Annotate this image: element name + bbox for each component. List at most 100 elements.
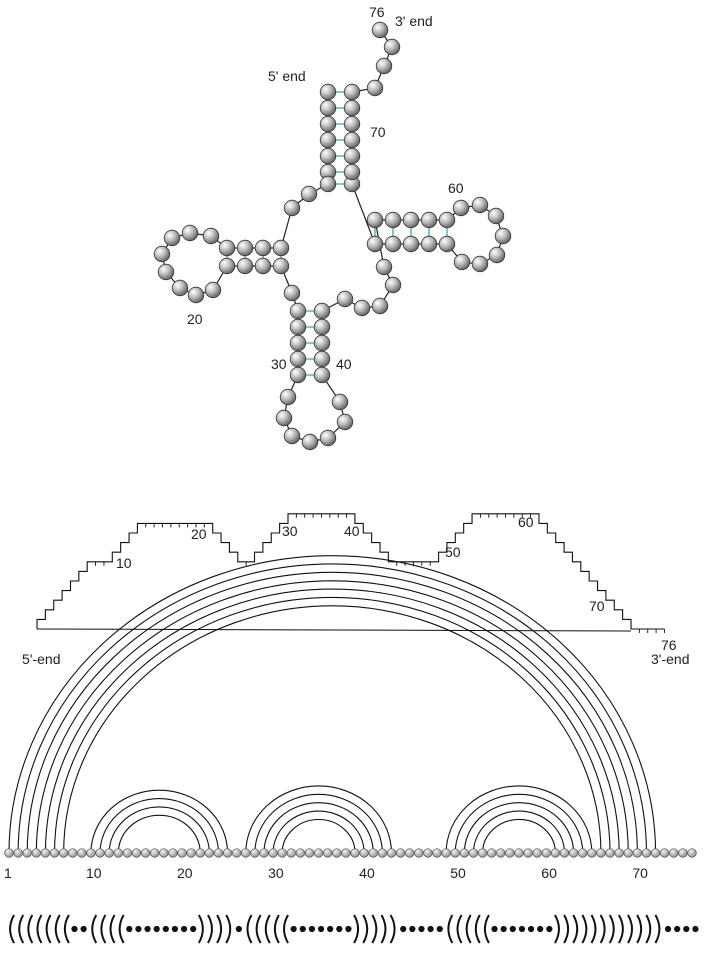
close-bracket-glyph <box>391 915 395 943</box>
arc-nucleotide-bead <box>68 849 77 858</box>
nucleotide-bead <box>219 240 235 256</box>
arc-nucleotide-bead <box>160 849 169 858</box>
dot-bracket-dot <box>236 926 242 932</box>
arc-nucleotide-bead <box>323 849 332 858</box>
open-bracket-glyph <box>19 915 23 943</box>
dot-bracket-dot <box>437 926 443 932</box>
arc-nucleotide-bead <box>205 849 214 858</box>
nucleotide-bead <box>372 298 388 314</box>
nucleotide-bead <box>290 335 306 351</box>
open-bracket-glyph <box>284 915 288 943</box>
arc-nucleotide-bead <box>515 849 524 858</box>
nucleotide-bead <box>219 258 235 274</box>
nucleotide-bead <box>344 116 360 132</box>
base-pair-arc <box>109 807 209 853</box>
base-pair-arc <box>36 581 628 853</box>
open-bracket-glyph <box>120 915 124 943</box>
arc-nucleotide-bead <box>560 849 569 858</box>
mountain-unpaired-ticks <box>96 514 665 633</box>
close-bracket-glyph <box>555 915 559 943</box>
arc-nucleotide-bead <box>442 849 451 858</box>
mountain-baseline <box>37 629 631 631</box>
nucleotide-bead <box>332 394 348 410</box>
dot-bracket-dot <box>190 926 196 932</box>
clover-label-3-end: 3' end <box>395 13 433 29</box>
nucleotide-bead <box>182 225 198 241</box>
nucleotide-bead <box>453 200 469 216</box>
nucleotide-bead <box>472 197 488 213</box>
arc-nucleotide-bead <box>378 849 387 858</box>
dot-bracket-dot <box>428 926 434 932</box>
arc-nucleotide-bead <box>342 849 351 858</box>
mountain-label-40: 40 <box>344 523 360 539</box>
dot-bracket-dot <box>409 926 415 932</box>
arc-nucleotide-bead <box>351 849 360 858</box>
dot-bracket-dot <box>300 926 306 932</box>
close-bracket-glyph <box>381 915 385 943</box>
mountain-label-70: 70 <box>589 598 605 614</box>
nucleotide-bead <box>320 148 336 164</box>
arc-nucleotide-bead <box>78 849 87 858</box>
dot-bracket-dot <box>491 926 497 932</box>
nucleotide-bead <box>385 212 401 228</box>
close-bracket-glyph <box>208 915 212 943</box>
mountain-label-50: 50 <box>445 544 461 560</box>
arc-nucleotide-bead <box>460 849 469 858</box>
mountain-label-20: 20 <box>191 526 207 542</box>
arc-position-label: 70 <box>632 865 648 881</box>
arc-nucleotide-bead <box>196 849 205 858</box>
arc-position-label: 30 <box>268 865 284 881</box>
clover-label-76: 76 <box>369 4 385 20</box>
arc-nucleotide-bead <box>588 849 597 858</box>
clover-label-60: 60 <box>448 180 464 196</box>
arc-nucleotide-bead <box>141 849 150 858</box>
arc-nucleotide-bead <box>569 849 578 858</box>
nucleotide-bead <box>284 200 300 216</box>
nucleotide-bead <box>237 258 253 274</box>
nucleotide-bead <box>403 236 419 252</box>
base-pair-arc <box>18 564 646 853</box>
arc-nucleotide-bead <box>597 849 606 858</box>
nucleotide-bead <box>495 228 511 244</box>
arc-nucleotide-bead <box>496 849 505 858</box>
nucleotide-bead <box>273 240 289 256</box>
dot-bracket-dot <box>683 926 689 932</box>
dot-bracket-dot <box>665 926 671 932</box>
nucleotide-bead <box>237 240 253 256</box>
nucleotide-bead <box>255 258 271 274</box>
base-pair-arc <box>27 572 637 853</box>
nucleotide-bead <box>172 280 188 296</box>
arc-nucleotide-bead <box>241 849 250 858</box>
arc-nucleotide-bead <box>360 849 369 858</box>
nucleotide-bead <box>344 100 360 116</box>
nucleotide-bead <box>344 148 360 164</box>
arc-nucleotide-bead <box>679 849 688 858</box>
arc-nucleotide-bead <box>624 849 633 858</box>
nucleotide-bead <box>205 282 221 298</box>
close-bracket-glyph <box>655 915 659 943</box>
arc-nucleotide-bead <box>223 849 232 858</box>
arc-nucleotide-bead <box>578 849 587 858</box>
arc-nucleotide-bead <box>506 849 515 858</box>
open-bracket-glyph <box>56 915 60 943</box>
nucleotide-bead <box>320 84 336 100</box>
open-bracket-glyph <box>101 915 105 943</box>
nucleotide-bead <box>284 285 300 301</box>
open-bracket-glyph <box>111 915 115 943</box>
clover-label-5-end: 5' end <box>268 68 306 84</box>
cloverleaf-nucleotides <box>154 22 511 450</box>
arc-nucleotide-bead <box>32 849 41 858</box>
open-bracket-glyph <box>247 915 251 943</box>
base-pair-arc <box>273 811 364 853</box>
nucleotide-bead <box>489 247 505 263</box>
arc-position-label: 10 <box>86 865 102 881</box>
arc-base-pairs <box>9 556 656 853</box>
arc-nucleotide-bead <box>114 849 123 858</box>
open-bracket-glyph <box>458 915 462 943</box>
arc-nucleotide-bead <box>178 849 187 858</box>
arc-nucleotide-bead <box>424 849 433 858</box>
arc-nucleotide-bead <box>524 849 533 858</box>
nucleotide-bead <box>337 414 353 430</box>
dot-bracket-notation <box>6 908 700 948</box>
dot-bracket-dot <box>144 926 150 932</box>
